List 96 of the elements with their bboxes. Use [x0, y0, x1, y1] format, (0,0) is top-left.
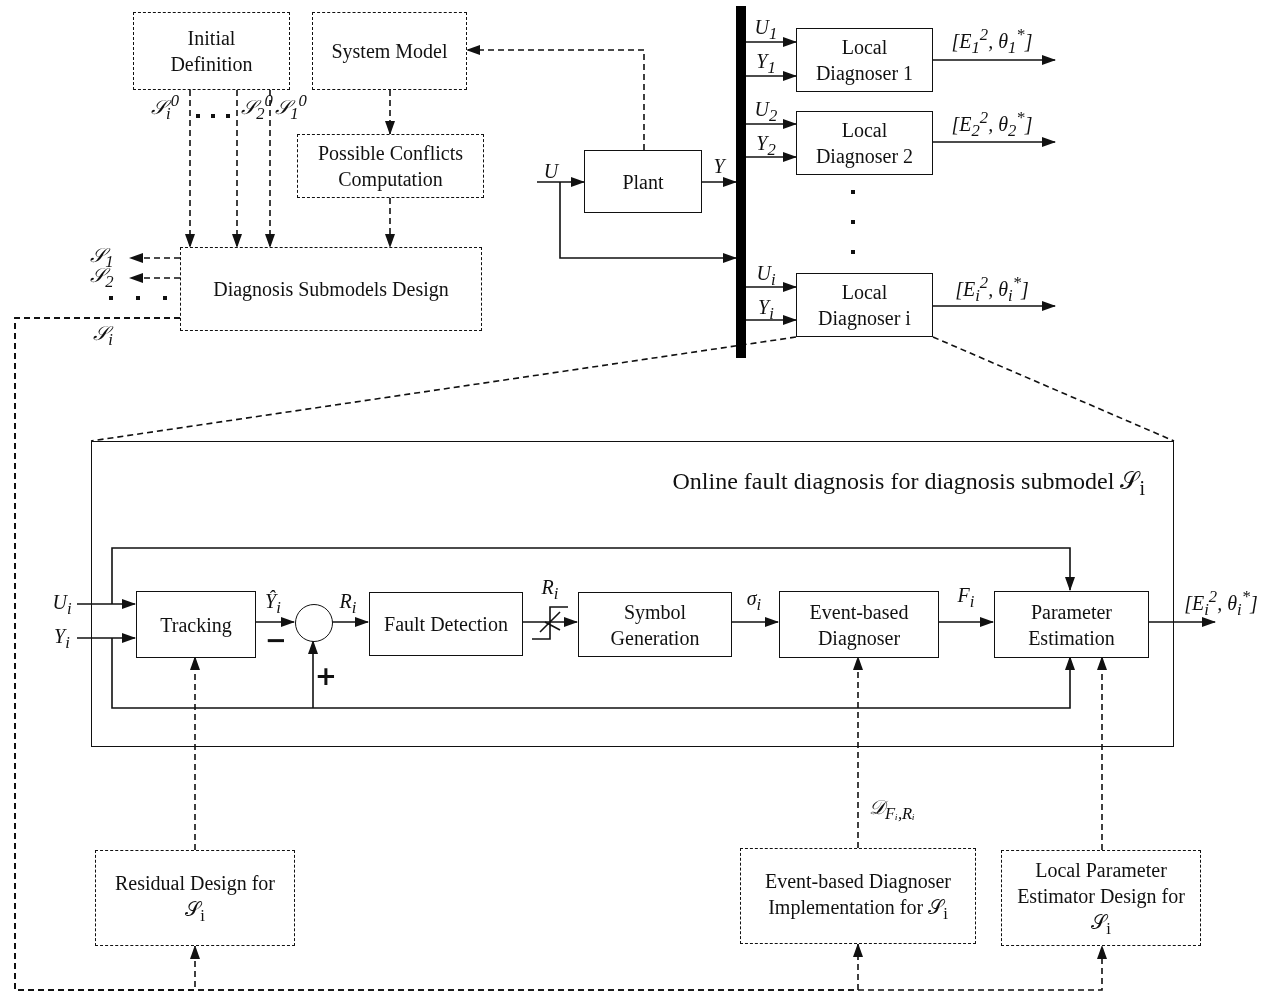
arrow — [76, 633, 136, 643]
process-box — [796, 28, 933, 92]
node-label: Event-based Diagnoser — [808, 599, 910, 651]
node-label: Fault Detection — [383, 612, 509, 637]
arrow — [1147, 617, 1216, 627]
design-box — [740, 848, 976, 944]
node-label: Diagnosis Submodels Design — [212, 277, 450, 302]
arrow — [111, 547, 1075, 605]
sign-label: − — [265, 625, 287, 655]
arrow — [559, 181, 737, 263]
process-box — [578, 592, 732, 657]
process-box — [584, 150, 702, 213]
arrow — [932, 55, 1056, 65]
subsystem-frame — [91, 441, 1174, 747]
arrow — [129, 253, 181, 263]
node-label: Local Diagnoser 2 — [814, 118, 915, 169]
node-label: Residual Design for 𝒮$_{i}$ — [114, 870, 276, 927]
arrow — [745, 37, 797, 47]
arrow — [937, 617, 994, 627]
signal-bus-bar — [736, 6, 746, 358]
design-box — [1001, 850, 1201, 946]
arrow — [745, 71, 797, 81]
arrow — [932, 137, 1056, 147]
edge-label: Y$_{1}$ — [756, 51, 776, 77]
arrow — [385, 197, 395, 248]
process-box — [994, 591, 1149, 658]
arrow — [853, 656, 863, 849]
node-label: Possible Conflicts Computation — [317, 141, 464, 192]
arrow — [308, 640, 318, 709]
edge-label: U$_{2}$ — [754, 99, 778, 125]
process-box — [796, 111, 933, 175]
arrow — [111, 637, 1075, 709]
edge-label: Y$_{2}$ — [756, 133, 776, 159]
connector-line — [932, 336, 1175, 442]
node-label: System Model — [330, 39, 449, 64]
design-box — [312, 12, 467, 90]
frame-title: Online fault diagnosis for diagnosis submodel 𝒮$_{i}$ — [672, 468, 1145, 500]
edge-label: 𝒟$_{Fᵢ,Rᵢ}$ — [869, 797, 915, 823]
arrow — [254, 617, 295, 627]
node-label: Local Parameter Estimator Design for 𝒮$_{i}$ — [1016, 857, 1186, 940]
connector-line — [90, 336, 797, 442]
arrow — [536, 177, 585, 187]
arrow — [385, 89, 395, 135]
node-label: Local Diagnoser i — [817, 280, 912, 331]
edge-label: Y — [713, 156, 725, 176]
edge-label: F$_{i}$ — [957, 585, 975, 611]
edge-label: [E$_{i}$$^{2}$, θ$_{i}$$^{*}$] — [1184, 589, 1258, 619]
edge-label: R$_{i}$ — [339, 591, 357, 617]
edge-label: U — [543, 161, 559, 181]
edge-label: [E$_{1}$$^{2}$, θ$_{1}$$^{*}$] — [951, 27, 1033, 57]
node-label: Initial Definition — [169, 26, 254, 77]
edge-label: U$_{1}$ — [754, 17, 778, 43]
node-label: Event-based Diagnoser Implementation for 𝒮$_{i}$ — [763, 868, 952, 925]
edge-label: R$_{i}$ — [541, 577, 559, 603]
edge-label: 𝒮$_{i}$ — [93, 323, 113, 349]
process-box — [796, 273, 933, 337]
arrow — [76, 599, 136, 609]
node-label: Plant — [621, 169, 665, 195]
sign-label: + — [315, 661, 337, 691]
arrow — [745, 282, 797, 292]
arrow — [521, 617, 578, 627]
edge-label: σ$_{i}$ — [746, 588, 762, 614]
arrow — [745, 119, 797, 129]
node-label: Symbol Generation — [609, 599, 701, 651]
arrow — [185, 89, 195, 248]
node-label: Parameter Estimation — [1027, 599, 1116, 651]
edge-label: U$_{i}$ — [52, 592, 72, 618]
arrow — [129, 273, 181, 283]
arrow — [265, 89, 275, 248]
design-box — [297, 134, 484, 198]
arrow — [331, 617, 369, 627]
arrow — [190, 656, 200, 851]
edge-label: Y$_{i}$ — [54, 626, 70, 652]
node-label: Local Diagnoser 1 — [814, 35, 915, 86]
arrow — [466, 45, 645, 151]
process-box — [369, 592, 523, 656]
arrow — [932, 301, 1056, 311]
arrow — [232, 89, 242, 248]
arrow — [745, 152, 797, 162]
edge-label: Ŷ$_{i}$ — [265, 591, 281, 617]
edge-label: [E$_{2}$$^{2}$, θ$_{2}$$^{*}$] — [951, 110, 1033, 140]
arrow — [1097, 656, 1107, 851]
design-box — [180, 247, 482, 331]
design-box — [95, 850, 295, 946]
edge-label: U$_{i}$ — [756, 263, 776, 289]
node-label: Tracking — [159, 612, 233, 638]
summing-junction-circle — [295, 604, 333, 642]
edge-label: [E$_{i}$$^{2}$, θ$_{i}$$^{*}$] — [955, 275, 1029, 305]
process-box — [779, 591, 939, 658]
arrow — [14, 317, 1107, 991]
arrow — [730, 617, 779, 627]
arrow — [745, 315, 797, 325]
design-box — [133, 12, 290, 90]
process-box — [136, 591, 256, 658]
arrow — [701, 177, 737, 187]
edge-label: Y$_{i}$ — [758, 297, 774, 323]
